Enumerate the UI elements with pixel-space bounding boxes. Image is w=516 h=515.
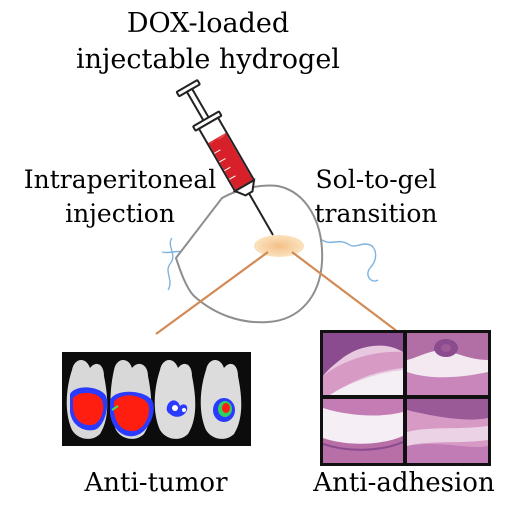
transition-label-line2: transition xyxy=(314,199,437,228)
syringe-icon xyxy=(175,79,274,236)
mouse-imaging-panel xyxy=(62,352,251,446)
hydrogel-label-line2: injectable hydrogel xyxy=(76,44,340,75)
hydrogel-label-line1: DOX-loaded xyxy=(127,8,289,39)
mouse-1 xyxy=(66,359,108,439)
injection-label-line1: Intraperitoneal xyxy=(24,165,217,194)
hydrogel-spot xyxy=(254,235,304,257)
mouse-2 xyxy=(110,359,154,439)
mouse-3 xyxy=(154,359,196,439)
transition-label-line1: Sol-to-gel xyxy=(316,165,437,194)
histology-panel xyxy=(320,330,491,466)
mouse-4 xyxy=(200,359,242,439)
injection-label-line2: injection xyxy=(65,199,175,228)
connector-lines xyxy=(155,251,399,335)
anti-adhesion-label: Anti-adhesion xyxy=(312,468,495,498)
tissue-section-1 xyxy=(323,333,403,395)
anti-tumor-label: Anti-tumor xyxy=(84,468,229,498)
tissue-section-3 xyxy=(323,399,403,463)
tissue-section-4 xyxy=(407,399,488,463)
abdomen-outline xyxy=(174,184,324,324)
tissue-section-2 xyxy=(407,333,488,395)
